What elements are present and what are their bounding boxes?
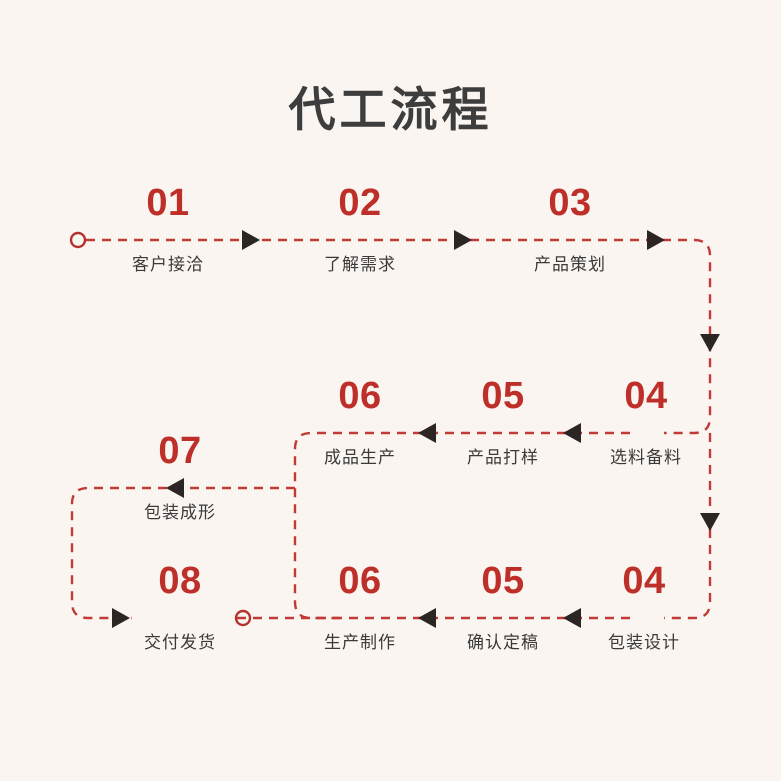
arrow-05b-to-06b: [418, 608, 436, 628]
end-circle: [234, 609, 252, 627]
step-04-label: 选料备料: [610, 448, 682, 467]
connector-row3: [70, 486, 295, 620]
step-05b-number: 05: [481, 560, 525, 602]
step-06b-number: 06: [338, 560, 382, 602]
arrow-05-to-06: [418, 423, 436, 443]
arrow-03-to-down: [647, 230, 665, 250]
step-04b-label: 包装设计: [608, 633, 680, 652]
arrow-into-08: [112, 608, 130, 628]
step-04-number: 04: [624, 375, 668, 417]
step-02-label: 了解需求: [324, 255, 396, 274]
step-06-label: 成品生产: [324, 448, 396, 467]
step-05b-label: 确认定稿: [467, 633, 539, 652]
arrow-04b-to-05b: [563, 608, 581, 628]
step-03-label: 产品策划: [534, 255, 606, 274]
step-05-number: 05: [481, 375, 525, 417]
connector-right-rail-lower: [664, 433, 712, 620]
arrow-02-to-03: [454, 230, 472, 250]
step-04b-number: 04: [622, 560, 666, 602]
step-06-number: 06: [338, 375, 382, 417]
step-07-label: 包装成形: [144, 503, 216, 522]
start-circle: [69, 231, 87, 249]
step-08-number: 08: [158, 560, 202, 602]
step-05-label: 产品打样: [467, 448, 539, 467]
step-01-label: 客户接洽: [132, 255, 204, 274]
step-01-number: 01: [146, 182, 190, 224]
step-03-number: 03: [548, 182, 592, 224]
step-06b-label: 生产制作: [324, 633, 396, 652]
step-07-number: 07: [158, 430, 202, 472]
page-title: 代工流程: [288, 83, 493, 136]
arrow-row1-to-row2: [700, 334, 720, 352]
arrow-06-to-07: [166, 478, 184, 498]
arrow-row3-to-row4: [700, 513, 720, 531]
step-02-number: 02: [338, 182, 382, 224]
arrow-01-to-02: [242, 230, 260, 250]
step-08-label: 交付发货: [144, 633, 216, 652]
connector-row1: [86, 238, 712, 435]
arrow-04-to-05: [563, 423, 581, 443]
